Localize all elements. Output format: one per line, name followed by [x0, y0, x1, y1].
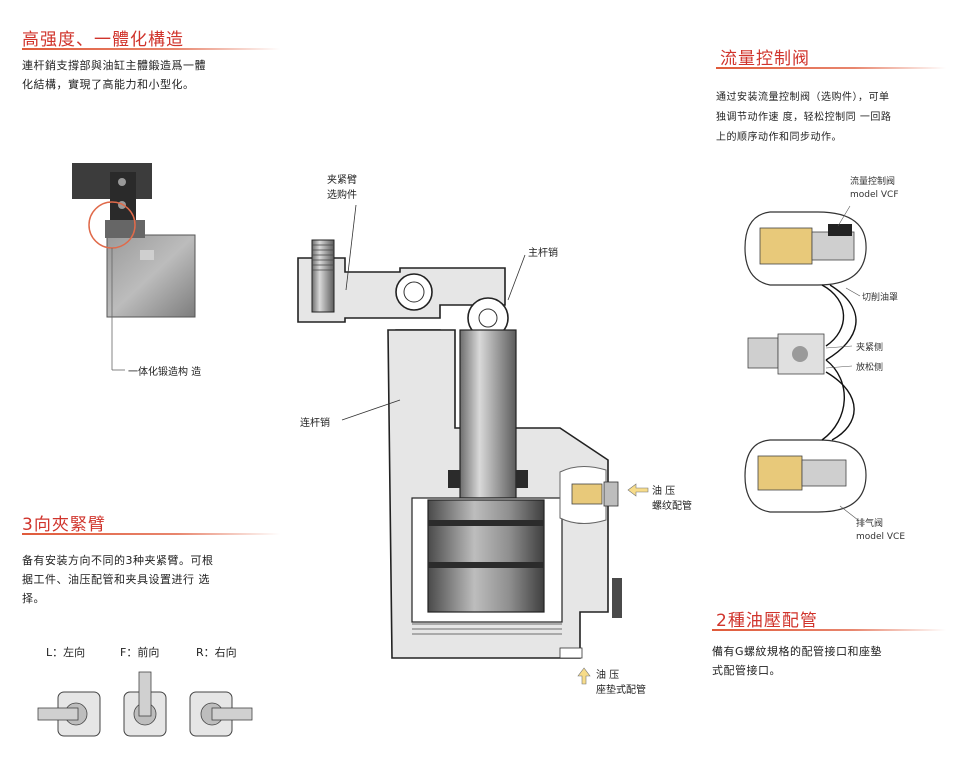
clamp-arm-desc-line2: 据工件、油压配管和夹具设置进行 选: [22, 573, 210, 586]
oil-thread-line1: 油 压: [652, 486, 676, 497]
vce-label-name: 排气阀: [856, 519, 884, 529]
dir-right-label: R：右向: [196, 646, 237, 659]
oil-thread-label: 油 压 螺纹配管: [652, 484, 692, 514]
vce-label-model: model VCE: [856, 532, 906, 542]
clamp-arm-title: 3向夾緊臂: [22, 515, 106, 535]
forged-clamp-photo: [72, 163, 196, 371]
flow-valve-desc-line2: 独调节动作速 度，轻松控制同 一回路: [716, 112, 892, 123]
clamp-arm-desc-line3: 择。: [22, 592, 45, 605]
piping-desc-line2: 式配管接口。: [712, 664, 781, 677]
oil-pad-line1: 油 压: [596, 670, 620, 681]
oil-pad-line2: 座垫式配管: [596, 685, 646, 696]
clamp-arm-option-line2: 选购件: [327, 190, 357, 201]
forged-label: 一体化锻造构 造: [128, 367, 202, 378]
vce-label: 排气阀 model VCE: [856, 518, 905, 544]
clamp-arm-desc-line1: 备有安装方向不同的3种夹紧臂。可根: [22, 554, 214, 567]
vcf-label-model: model VCF: [850, 190, 899, 200]
strength-desc-line2: 化結構，實現了高能力和小型化。: [22, 78, 195, 91]
clamp-arm-option-line1: 夹紧臂: [327, 175, 357, 186]
flow-valve-desc-line1: 通过安装流量控制阀（选购件），可单: [716, 92, 890, 103]
strength-title: 高强度、一體化構造: [22, 30, 184, 50]
clamp-arm-desc: 备有安装方向不同的3种夹紧臂。可根 据工件、油压配管和夹具设置进行 选 择。: [22, 551, 292, 608]
dir-left-label: L：左向: [46, 646, 86, 659]
vcf-label-name: 流量控制阀: [850, 177, 896, 187]
flow-valve-rule: [716, 67, 946, 69]
vcf-label: 流量控制阀 model VCF: [850, 176, 899, 202]
piping-title: 2種油壓配管: [716, 611, 818, 631]
piping-desc-line1: 備有G螺紋規格的配管接口和座墊: [712, 645, 883, 658]
main-pin-label: 主杆销: [528, 248, 558, 259]
clamp-arm-rule: [22, 533, 280, 535]
oil-thread-line2: 螺纹配管: [652, 501, 692, 512]
link-pin-label: 连杆销: [300, 418, 330, 429]
piping-rule: [712, 629, 946, 631]
flow-valve-desc-line3: 上的顺序动作和同步动作。: [716, 132, 842, 143]
cut-oil-cover-label: 切削油罩: [862, 293, 899, 303]
flow-valve-diagram: [744, 205, 867, 521]
clamp-direction-icons: [37, 671, 253, 737]
flow-valve-title: 流量控制阀: [720, 49, 810, 69]
strength-rule: [22, 48, 280, 50]
clamp-side-label: 夹紧侧: [856, 343, 884, 353]
clamp-cross-section: [297, 204, 649, 685]
strength-desc-line1: 連杆銷支撐部與油缸主體鍛造爲一體: [22, 59, 206, 72]
dir-front-label: F：前向: [120, 646, 160, 659]
clamp-arm-option-label: 夹紧臂 选购件: [327, 173, 357, 203]
oil-pad-label: 油 压 座垫式配管: [596, 668, 646, 698]
strength-desc: 連杆銷支撐部與油缸主體鍛造爲一體 化結構，實現了高能力和小型化。: [22, 56, 292, 94]
release-side-label: 放松侧: [856, 363, 884, 373]
piping-desc: 備有G螺紋規格的配管接口和座墊 式配管接口。: [712, 642, 962, 680]
flow-valve-desc: 通过安装流量控制阀（选购件），可单 独调节动作速 度，轻松控制同 一回路 上的顺…: [716, 88, 956, 148]
